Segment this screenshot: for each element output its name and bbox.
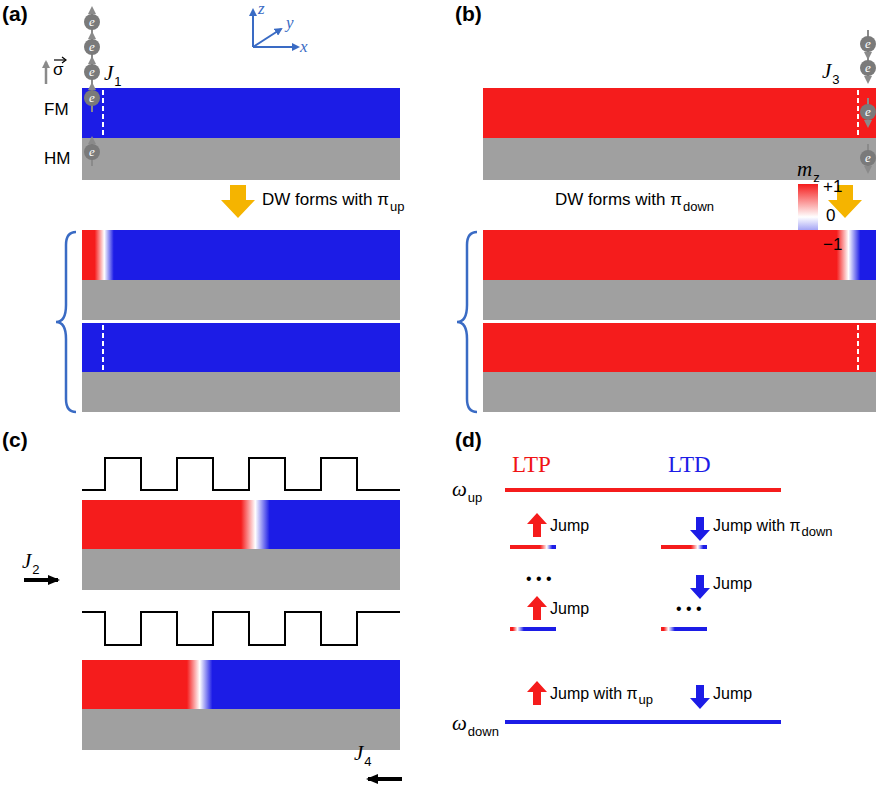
jump-label: Jump bbox=[713, 685, 752, 703]
electron-symbol: e bbox=[84, 90, 100, 106]
axis-label: x bbox=[300, 38, 308, 57]
jump-label: Jump bbox=[550, 600, 589, 618]
electron-circle: e bbox=[84, 144, 100, 160]
electron-symbol: e bbox=[860, 150, 876, 166]
electron-symbol: e bbox=[84, 39, 100, 55]
colorbar-tick: +1 bbox=[823, 178, 842, 197]
current-symbol: J bbox=[104, 62, 113, 85]
subscript: down bbox=[468, 725, 499, 739]
colorbar-tick: −1 bbox=[823, 236, 842, 255]
subscript: 1 bbox=[114, 75, 121, 89]
subscript: 3 bbox=[832, 73, 839, 87]
jump-label: Jump bbox=[550, 517, 589, 535]
layer-label: FM bbox=[44, 101, 69, 120]
step-caption: DW forms with π bbox=[555, 191, 682, 210]
panel-label: (a) bbox=[2, 2, 28, 25]
electron-circle: e bbox=[860, 150, 876, 166]
subscript: up bbox=[639, 693, 653, 707]
ellipsis: • • • bbox=[526, 570, 552, 588]
subscript: down bbox=[802, 525, 833, 539]
layer-label: HM bbox=[44, 150, 70, 169]
current-symbol: J bbox=[354, 742, 363, 765]
colorbar-tick: 0 bbox=[826, 207, 835, 226]
jump-label: Jump with π bbox=[550, 685, 638, 703]
panel-label: (b) bbox=[455, 2, 482, 25]
electron-circle: e bbox=[84, 39, 100, 55]
subscript: up bbox=[390, 200, 404, 214]
electron-circle: e bbox=[860, 104, 876, 120]
ltd-label: LTD bbox=[668, 452, 711, 477]
jump-label: Jump bbox=[713, 575, 752, 593]
electron-symbol: e bbox=[84, 64, 100, 80]
panel-label: (d) bbox=[455, 428, 482, 451]
colorbar-title: m bbox=[797, 158, 812, 181]
subscript: 2 bbox=[32, 563, 39, 577]
electron-symbol: e bbox=[84, 14, 100, 30]
electron-symbol: e bbox=[860, 36, 876, 52]
step-caption: DW forms with π bbox=[262, 191, 389, 210]
electron-circle: e bbox=[84, 14, 100, 30]
electron-symbol: e bbox=[860, 104, 876, 120]
electron-circle: e bbox=[860, 36, 876, 52]
electron-circle: e bbox=[84, 64, 100, 80]
current-symbol: J bbox=[22, 550, 31, 573]
panel-label: (c) bbox=[2, 428, 28, 451]
weight-symbol: ω bbox=[452, 712, 467, 735]
weight-symbol: ω bbox=[452, 478, 467, 501]
electron-circle: e bbox=[860, 60, 876, 76]
electron-symbol: e bbox=[84, 144, 100, 160]
subscript: 4 bbox=[364, 755, 371, 769]
subscript: down bbox=[683, 200, 714, 214]
electron-circle: e bbox=[84, 90, 100, 106]
ellipsis: • • • bbox=[676, 600, 702, 618]
spin-symbol: σ bbox=[53, 61, 64, 80]
axis-label: y bbox=[286, 14, 294, 33]
ltp-label: LTP bbox=[512, 452, 551, 477]
electron-symbol: e bbox=[860, 60, 876, 76]
current-symbol: J bbox=[822, 60, 831, 83]
axis-label: z bbox=[258, 0, 265, 19]
subscript: up bbox=[468, 491, 482, 505]
subscript: z bbox=[813, 171, 820, 185]
jump-label: Jump with π bbox=[713, 517, 801, 535]
